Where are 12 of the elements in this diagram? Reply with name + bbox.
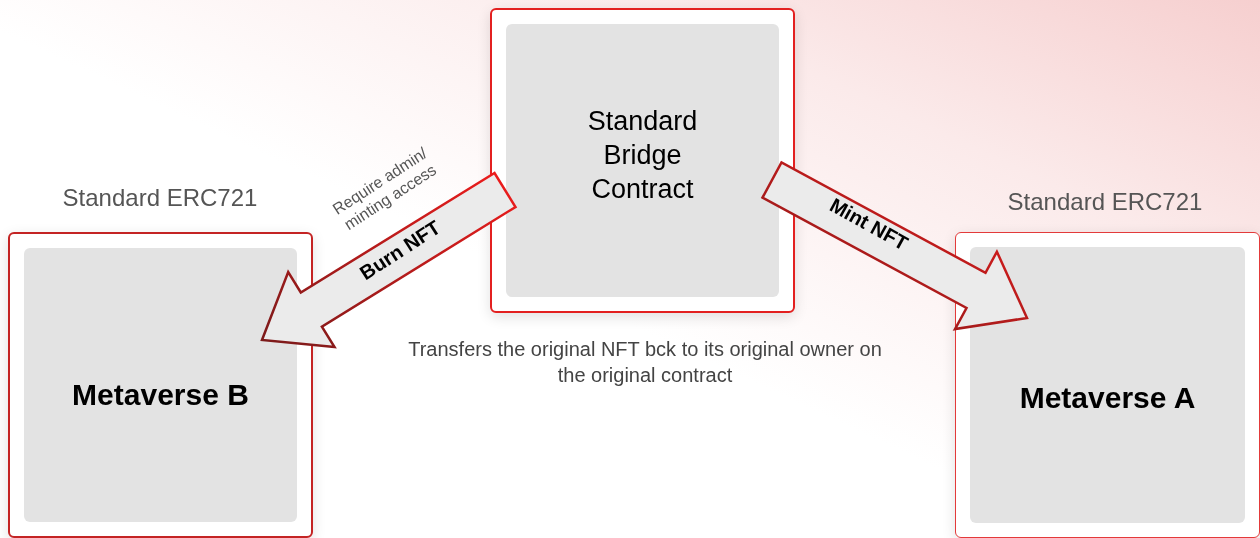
contract-box bbox=[955, 232, 1260, 538]
node-label: Transfers the original NFT bck to its original owner on the original contract bbox=[407, 337, 883, 388]
edge-label: Mint NFT bbox=[826, 194, 912, 254]
box-title: Metaverse A bbox=[1018, 380, 1197, 416]
block-arrow bbox=[260, 171, 518, 349]
node-label: Standard ERC721 bbox=[61, 183, 259, 213]
box-title: Metaverse B bbox=[71, 377, 250, 413]
contract-box bbox=[8, 232, 313, 538]
contract-box bbox=[490, 8, 795, 313]
node-label: Standard ERC721 bbox=[1006, 187, 1204, 217]
box-title: Standard Bridge Contract bbox=[586, 105, 699, 206]
block-arrow bbox=[760, 160, 1029, 331]
